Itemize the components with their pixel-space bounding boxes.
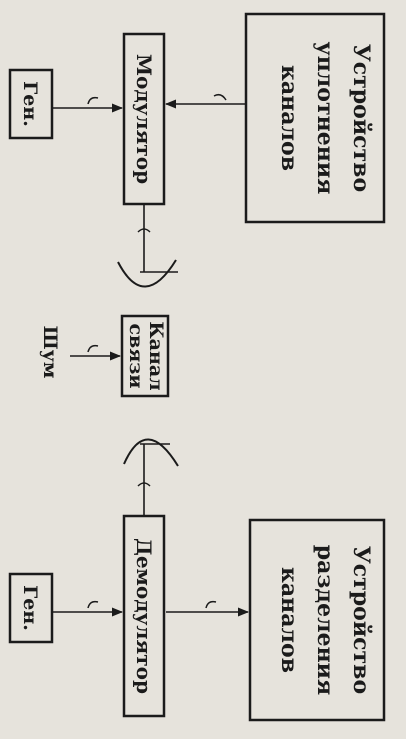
generator-bottom-label: Ген. xyxy=(19,585,41,631)
channel-label-line-1: Канал xyxy=(145,321,167,390)
signal-mark-bottom xyxy=(205,600,217,609)
multiplexer-label-line-2: уплотнения xyxy=(312,42,338,195)
antenna-receive-icon xyxy=(123,438,179,467)
generator-bottom-box xyxy=(8,572,54,644)
noise-label: Шум xyxy=(39,326,61,379)
demultiplexer-label-line-2: разделения xyxy=(312,545,338,696)
generator-top-box xyxy=(8,68,54,140)
signal-mark-noise xyxy=(87,344,99,353)
multiplexer-label-line-3: каналов xyxy=(276,65,302,171)
signal-mark-top xyxy=(213,93,227,101)
demultiplexer-label-line-1: Устройство xyxy=(348,546,374,694)
signal-mark-demodulator-in xyxy=(137,482,151,487)
generator-top-label: Ген. xyxy=(19,81,41,127)
demodulator-label: Демодулятор xyxy=(132,538,156,694)
channel-label-line-2: связи xyxy=(125,323,147,388)
antenna-transmit-icon xyxy=(117,259,177,288)
demodulator-box xyxy=(122,514,166,718)
modulator-label: Модулятор xyxy=(132,54,156,184)
signal-mark-gen-bottom xyxy=(87,600,99,609)
signal-mark-modulator-out xyxy=(137,228,151,233)
channel-box xyxy=(120,314,170,398)
demultiplexer-box xyxy=(248,518,386,722)
demultiplexer-label-line-3: каналов xyxy=(276,567,302,673)
multiplexer-box xyxy=(244,12,386,224)
multiplexer-label-line-1: Устройство xyxy=(348,44,374,192)
signal-mark-gen-top xyxy=(87,96,99,105)
